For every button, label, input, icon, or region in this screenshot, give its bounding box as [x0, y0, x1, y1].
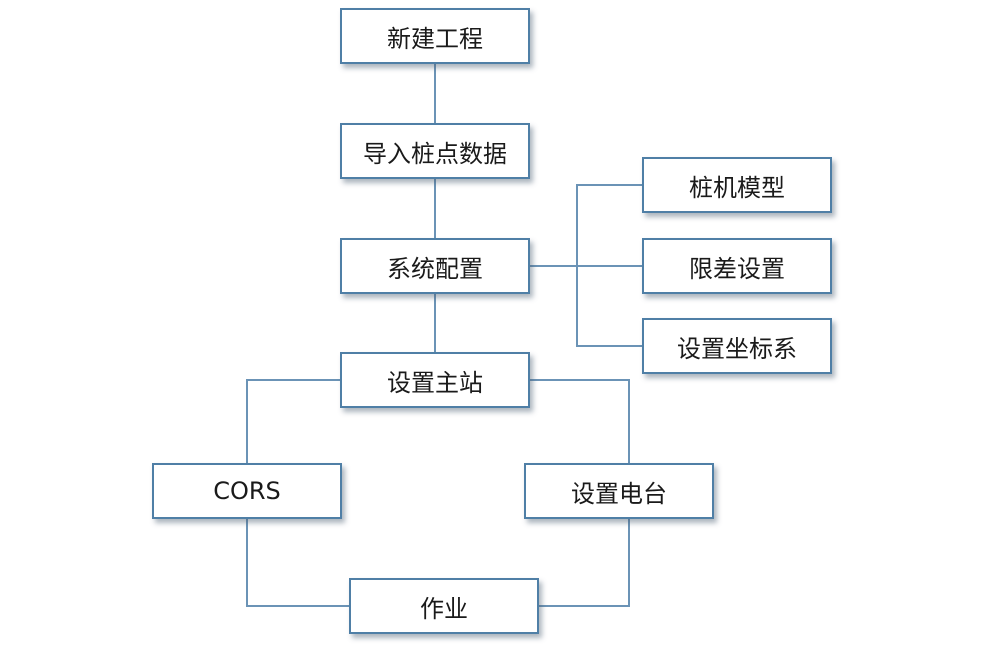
node-coordinate-system-label: 设置坐标系: [677, 334, 797, 363]
node-tolerance-settings-label: 限差设置: [689, 254, 785, 283]
node-work: 作业: [349, 578, 539, 634]
node-work-label: 作业: [420, 594, 468, 623]
node-set-master-station: 设置主站: [340, 352, 530, 408]
node-pile-machine-model: 桩机模型: [642, 157, 832, 213]
node-system-config-label: 系统配置: [387, 254, 483, 283]
node-cors-label: CORS: [213, 477, 281, 505]
connector-cors-to-work: [246, 519, 349, 607]
node-set-radio-label: 设置电台: [571, 479, 667, 508]
node-set-master-station-label: 设置主站: [387, 368, 483, 397]
node-system-config: 系统配置: [340, 238, 530, 294]
node-cors: CORS: [152, 463, 342, 519]
connector-master-to-cors: [246, 379, 340, 463]
node-pile-machine-model-label: 桩机模型: [689, 173, 785, 202]
node-set-radio: 设置电台: [524, 463, 714, 519]
node-new-project: 新建工程: [340, 8, 530, 64]
connector-config-branch: [576, 184, 642, 347]
node-new-project-label: 新建工程: [387, 24, 483, 53]
connector-radio-to-work: [539, 519, 630, 607]
connector-master-to-radio: [530, 379, 630, 463]
node-import-pile-data: 导入桩点数据: [340, 123, 530, 179]
node-coordinate-system: 设置坐标系: [642, 318, 832, 374]
node-tolerance-settings: 限差设置: [642, 238, 832, 294]
node-import-pile-data-label: 导入桩点数据: [363, 139, 507, 168]
